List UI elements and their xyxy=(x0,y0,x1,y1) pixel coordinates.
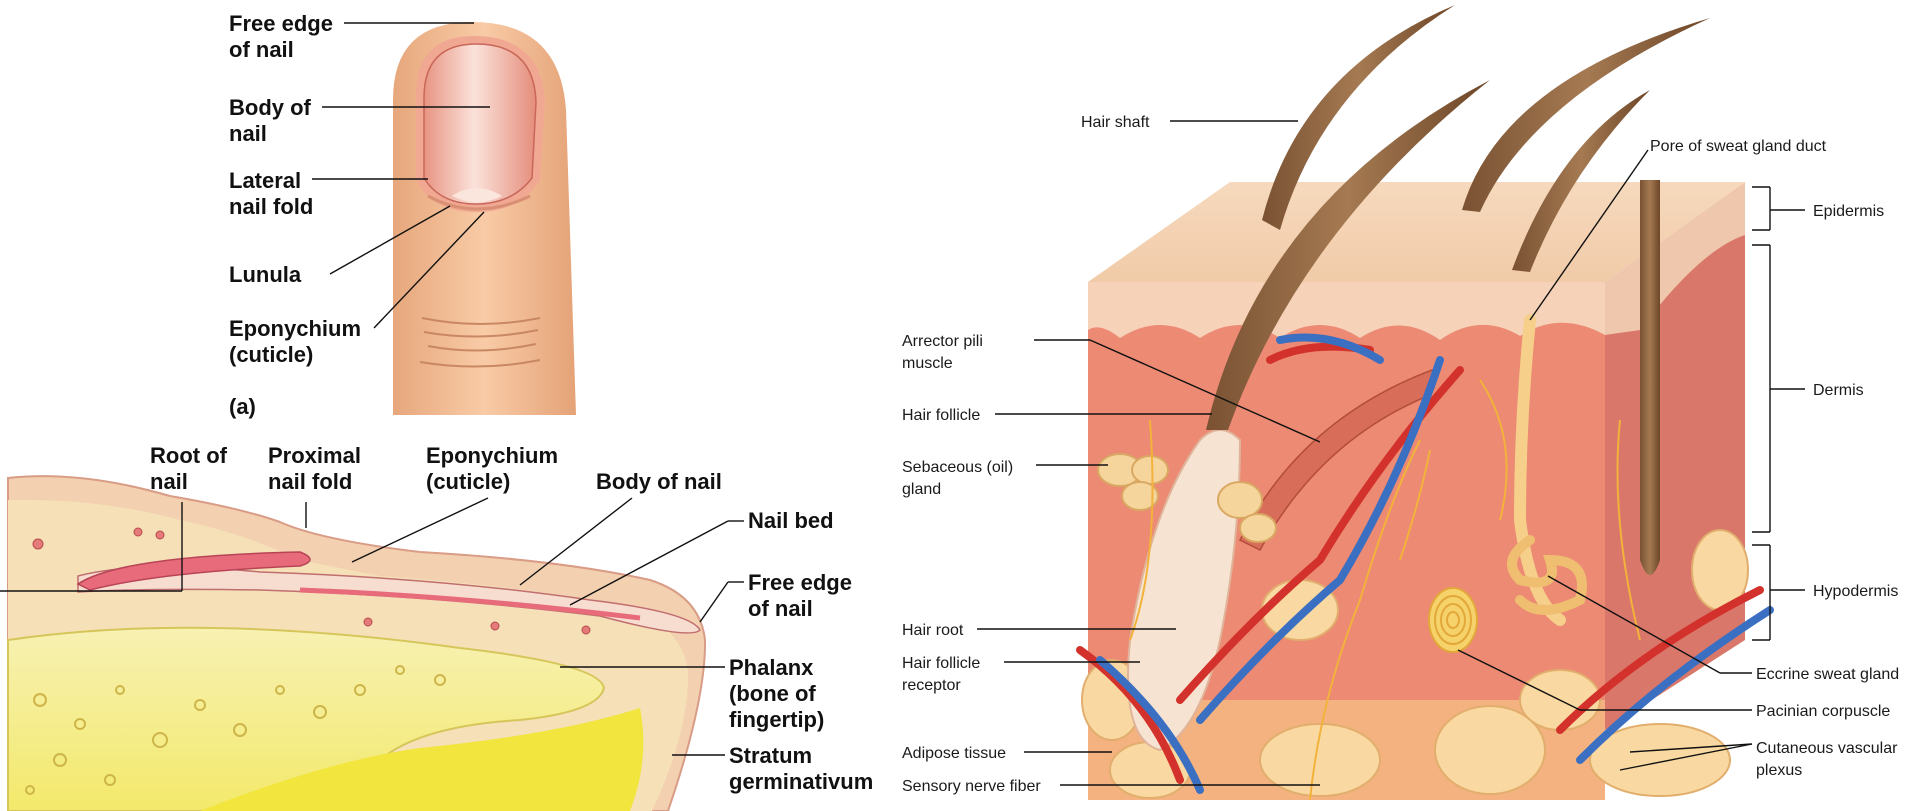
fingertip-labels: Free edge of nail Body of nail Lateral n… xyxy=(229,11,367,419)
label-adipose-tissue: Adipose tissue xyxy=(902,745,1006,762)
label-root-of-nail: Root of nail xyxy=(150,443,233,494)
label-stratum-germinativum: Stratum germinativum xyxy=(729,743,873,794)
label-pore-of-sweat-gland-duct: Pore of sweat gland duct xyxy=(1650,138,1827,155)
label-free-edge: Free edge of nail xyxy=(229,11,339,62)
label-dermis: Dermis xyxy=(1813,382,1864,399)
pacinian-corpuscle xyxy=(1429,588,1477,652)
label-lateral-nail-fold: Lateral nail fold xyxy=(229,168,313,219)
fingertip-illustration xyxy=(393,22,576,415)
label-free-edge-section: Free edge of nail xyxy=(748,570,858,621)
skin-block-illustration xyxy=(1080,5,1770,800)
label-lunula: Lunula xyxy=(229,262,302,287)
hair-in-follicle-right xyxy=(1640,180,1660,575)
label-epidermis: Epidermis xyxy=(1813,203,1884,220)
label-hair-follicle: Hair follicle xyxy=(902,407,980,424)
nail-plate-shape xyxy=(424,44,536,204)
label-sensory-nerve-fiber: Sensory nerve fiber xyxy=(902,778,1041,795)
label-body-of-nail: Body of nail xyxy=(229,95,317,146)
label-sebaceous-gland: Sebaceous (oil) gland xyxy=(902,459,1018,498)
label-hair-follicle-receptor: Hair follicle receptor xyxy=(902,655,985,694)
label-body-of-nail-section: Body of nail xyxy=(596,469,722,494)
label-phalanx: Phalanx (bone of fingertip) xyxy=(729,655,824,732)
label-pacinian-corpuscle: Pacinian corpuscle xyxy=(1756,703,1890,720)
label-eponychium: Eponychium (cuticle) xyxy=(229,316,367,367)
label-eccrine-sweat-gland: Eccrine sweat gland xyxy=(1756,666,1899,683)
label-proximal-nail-fold: Proximal nail fold xyxy=(268,443,367,494)
label-nail-bed: Nail bed xyxy=(748,508,834,533)
label-hair-root: Hair root xyxy=(902,622,964,639)
label-cutaneous-vascular-plexus: Cutaneous vascular plexus xyxy=(1756,740,1902,779)
label-arrector-pili-muscle: Arrector pili muscle xyxy=(902,333,987,372)
label-hair-shaft: Hair shaft xyxy=(1081,114,1150,131)
panel-label-a: (a) xyxy=(229,394,256,419)
nail-section-illustration xyxy=(8,476,705,811)
label-eponychium-section: Eponychium (cuticle) xyxy=(426,443,564,494)
label-hypodermis: Hypodermis xyxy=(1813,583,1898,600)
